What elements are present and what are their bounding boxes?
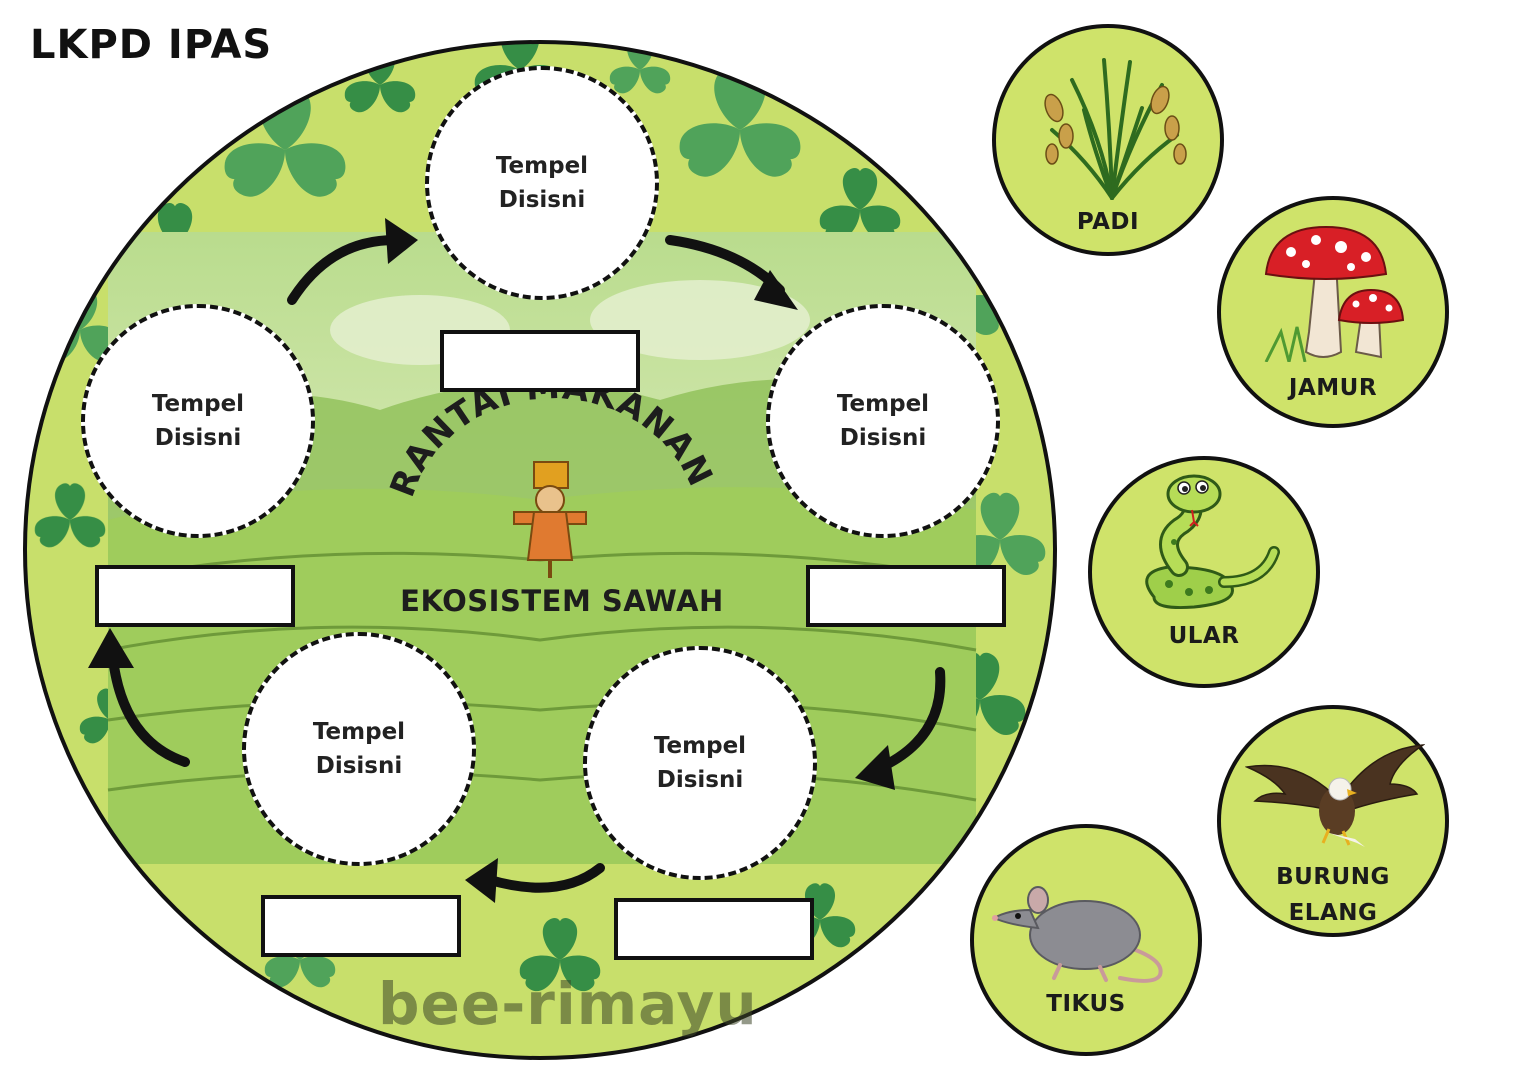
snake-icon: [1145, 474, 1280, 609]
mushroom-icon: [1264, 225, 1405, 362]
card-burung-elang[interactable]: BURUNG ELANG: [1217, 705, 1449, 937]
page-title: LKPD IPAS: [30, 22, 273, 68]
slot-text-line1: Tempel: [836, 390, 930, 417]
arrow-heads: [88, 218, 895, 903]
slot-text-line2: Disisni: [498, 187, 586, 213]
slot-text-line2: Disisni: [315, 753, 403, 779]
paste-slot-left[interactable]: Tempel Disisni: [81, 304, 315, 538]
arrow-bottom-right-to-bottom-left: [485, 863, 605, 893]
card-ular[interactable]: ULAR: [1088, 456, 1320, 688]
card-label: ULAR: [1168, 623, 1240, 649]
eagle-icon: [1245, 744, 1425, 847]
rat-icon: [991, 886, 1163, 983]
card-padi[interactable]: PADI: [992, 24, 1224, 256]
slot-text-line2: Disisni: [656, 767, 744, 793]
card-label-line2: ELANG: [1288, 900, 1378, 926]
slot-text-line1: Tempel: [653, 732, 747, 759]
watermark: bee-rimayu: [378, 970, 758, 1038]
answer-box-bottom-left[interactable]: [261, 895, 461, 957]
diagram-subtitle: EKOSISTEM SAWAH: [400, 584, 724, 618]
slot-text-line1: Tempel: [495, 152, 589, 179]
slot-text-line1: Tempel: [151, 390, 245, 417]
card-jamur[interactable]: JAMUR: [1217, 196, 1449, 428]
card-label: JAMUR: [1288, 375, 1378, 401]
answer-box-left[interactable]: [95, 565, 295, 627]
scarecrow-icon: [513, 461, 587, 578]
rice-plant-icon: [1044, 58, 1187, 200]
paste-slot-right[interactable]: Tempel Disisni: [766, 304, 1000, 538]
arrow-bottom-left-to-left: [107, 645, 190, 767]
paste-slot-bottom-right[interactable]: Tempel Disisni: [583, 646, 817, 880]
paste-slot-top[interactable]: Tempel Disisni: [425, 66, 659, 300]
card-tikus[interactable]: TIKUS: [970, 824, 1202, 1056]
slot-text-line1: Tempel: [312, 718, 406, 745]
answer-box-right[interactable]: [806, 565, 1006, 627]
paste-slot-bottom-left[interactable]: Tempel Disisni: [242, 632, 476, 866]
arrow-left-to-top: [287, 235, 400, 305]
card-label: TIKUS: [1046, 991, 1126, 1017]
card-label: PADI: [1076, 209, 1140, 235]
slot-text-line2: Disisni: [154, 425, 242, 451]
answer-box-bottom-right[interactable]: [614, 898, 814, 960]
answer-box-top[interactable]: [440, 330, 640, 392]
card-label-line1: BURUNG: [1276, 864, 1390, 890]
slot-text-line2: Disisni: [839, 425, 927, 451]
wheel-outline: [23, 40, 1057, 1060]
